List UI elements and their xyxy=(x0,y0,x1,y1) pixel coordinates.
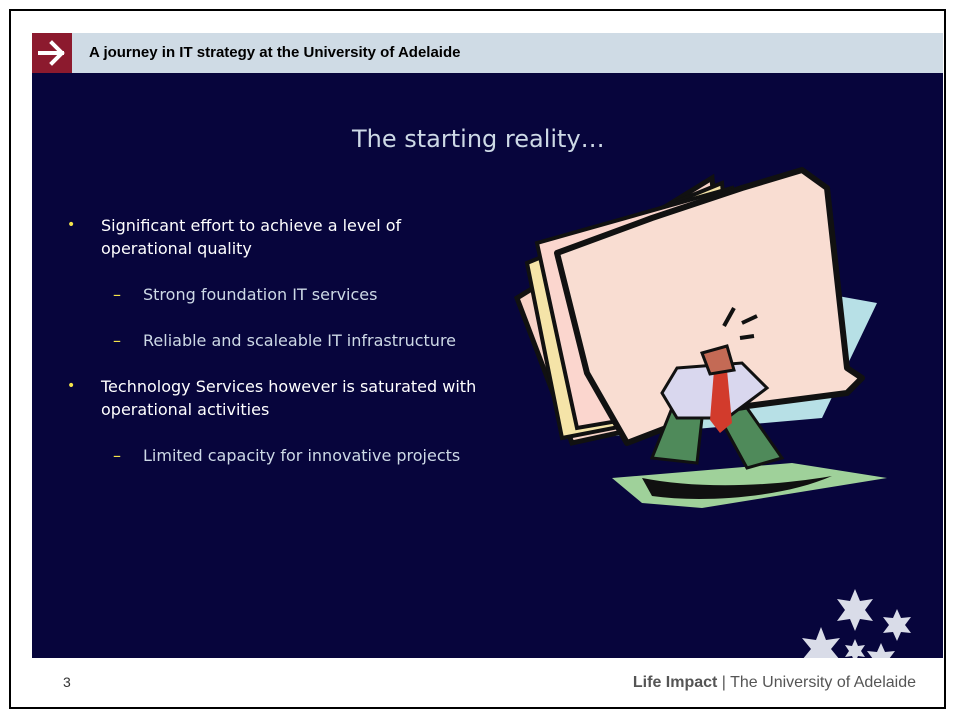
slide-title: The starting reality… xyxy=(352,125,605,153)
footer-branding: Life Impact | The University of Adelaide xyxy=(633,674,916,692)
sub-bullet-item: –Limited capacity for innovative project… xyxy=(113,446,461,465)
footer-brand: Life Impact xyxy=(632,674,718,691)
slide-footer: 3 Life Impact | The University of Adelai… xyxy=(32,658,943,706)
bullet-item: •Significant effort to achieve a level o… xyxy=(67,216,402,258)
header-title: A journey in IT strategy at the Universi… xyxy=(89,44,461,61)
footer-org: The University of Adelaide xyxy=(730,674,916,691)
right-arrow-icon xyxy=(32,33,72,73)
bullet-item: •Technology Services however is saturate… xyxy=(67,377,477,419)
folder-illustration xyxy=(513,167,887,508)
sub-bullet-item: –Reliable and scaleable IT infrastructur… xyxy=(113,331,457,350)
bullet-list: •Significant effort to achieve a level o… xyxy=(55,214,495,467)
sub-bullet-item: –Strong foundation IT services xyxy=(113,285,378,304)
slide-body: The starting reality… •Significant effor… xyxy=(32,73,943,675)
slide-header: A journey in IT strategy at the Universi… xyxy=(32,33,943,73)
footer-separator: | xyxy=(717,674,731,691)
page-number: 3 xyxy=(63,674,71,690)
